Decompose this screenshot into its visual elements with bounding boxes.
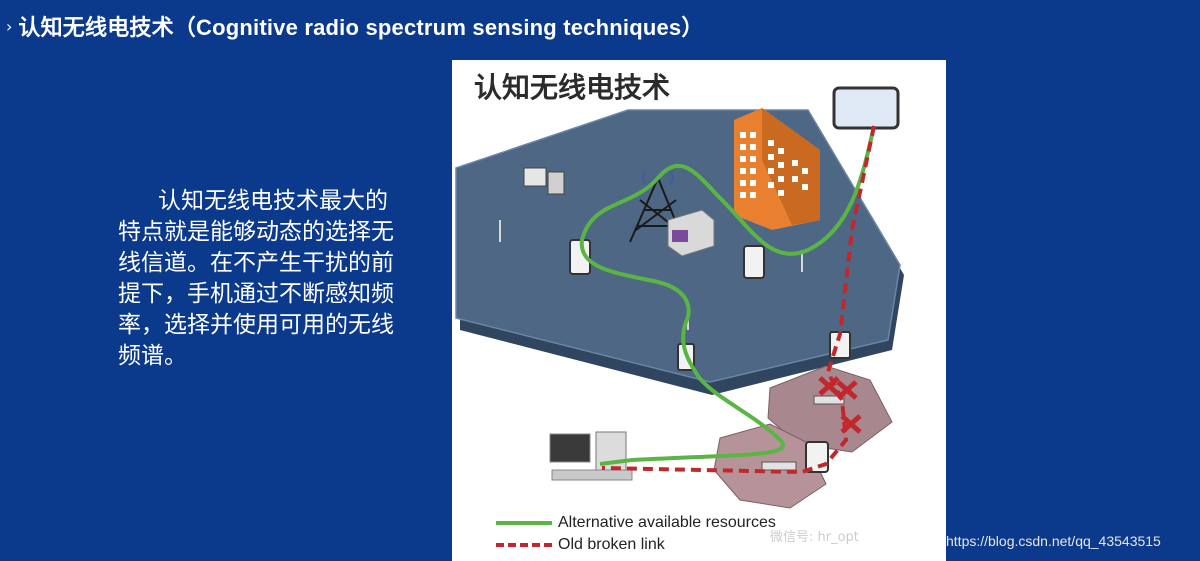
url-watermark: https://blog.csdn.net/qq_43543515 — [946, 533, 1161, 549]
legend-item-broken: Old broken link — [496, 534, 916, 556]
legend-label: Old broken link — [558, 536, 665, 553]
tablet-icon — [832, 86, 900, 130]
broken-link-x-marks — [818, 376, 862, 434]
legend-label: Alternative available resources — [558, 514, 776, 531]
figure-title: 认知无线电技术 — [474, 71, 671, 104]
smartphone-icon-2 — [743, 245, 765, 279]
slide-title: 认知无线电技术（Cognitive radio spectrum sensing… — [18, 15, 704, 40]
broken-link-path — [601, 125, 876, 475]
title-bullet: › — [6, 16, 13, 36]
legend-swatch-green — [496, 521, 552, 525]
desktop-computer-icon — [523, 167, 565, 195]
figure-legend: Alternative available resources Old brok… — [496, 512, 916, 556]
legend-item-alternative: Alternative available resources — [496, 512, 916, 534]
server-icon — [667, 209, 715, 257]
network-illustration — [455, 86, 904, 509]
office-building-icon — [734, 108, 820, 230]
body-paragraph: 认知无线电技术最大的特点就是能够动态的选择无线信道。在不产生干扰的前提下，手机通… — [118, 188, 394, 369]
wechat-watermark: 微信号: hr_opt — [770, 530, 859, 545]
desktop-computer-icon-2 — [549, 431, 633, 481]
alternative-resource-path — [579, 125, 876, 466]
slide-title-bar: › 认知无线电技术（Cognitive radio spectrum sensi… — [0, 8, 1200, 44]
cognitive-radio-figure: 认知无线电技术 Alternative available resources … — [452, 60, 946, 561]
legend-swatch-red — [496, 543, 552, 547]
